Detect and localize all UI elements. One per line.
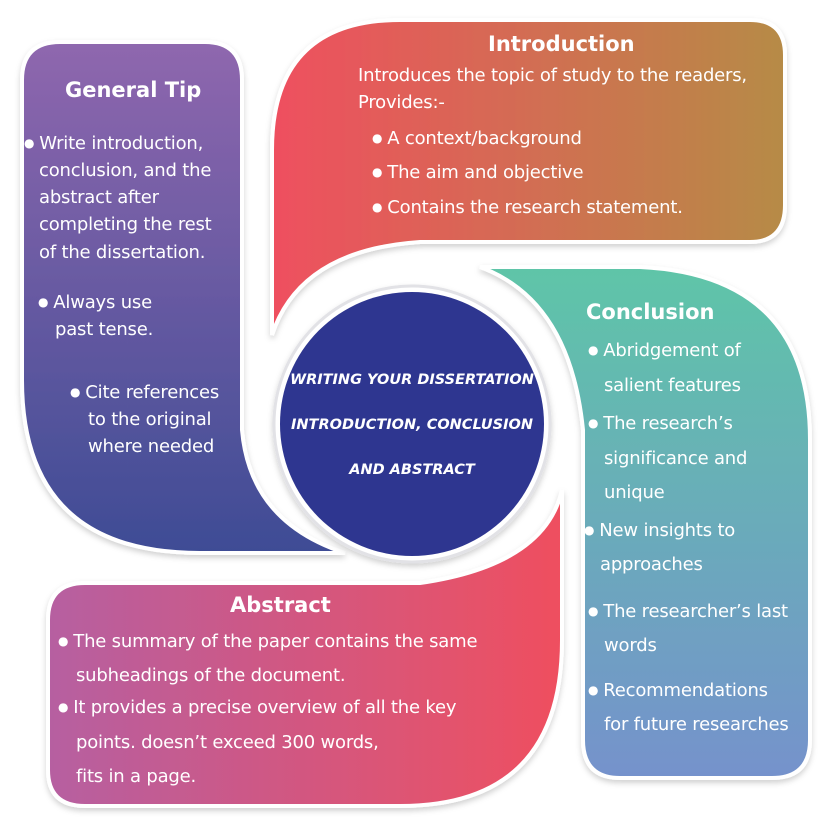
center-title-line: AND ABSTRACT xyxy=(349,462,475,478)
conclusion-title: Conclusion xyxy=(586,300,715,324)
conclusion-text: New insights to xyxy=(584,522,735,540)
introduction-title: Introduction xyxy=(488,32,635,56)
general-tip-title: General Tip xyxy=(65,78,202,102)
conclusion-text: Recommendations xyxy=(588,682,768,700)
center-circle xyxy=(280,292,544,556)
intro-bullet: Contains the research statement. xyxy=(372,199,683,217)
intro-bullet: A context/background xyxy=(372,130,582,148)
conclusion-text: for future researches xyxy=(604,714,789,735)
intro-bullet: The aim and objective xyxy=(372,164,583,182)
conclusion-text: The research’s xyxy=(588,415,733,433)
conclusion-text: words xyxy=(604,635,657,656)
center-title-line: WRITING YOUR DISSERTATION xyxy=(290,372,534,388)
tip-text: of the dissertation. xyxy=(39,242,206,263)
conclusion-text: The researcher’s last xyxy=(588,603,788,621)
conclusion-text: approaches xyxy=(600,554,703,575)
abstract-text: fits in a page. xyxy=(76,766,197,787)
general-tip-shape xyxy=(20,40,346,555)
abstract-text: subheadings of the document. xyxy=(76,665,346,686)
conclusion-text: unique xyxy=(604,482,665,503)
conclusion-text: significance and xyxy=(604,448,748,469)
abstract-text: It provides a precise overview of all th… xyxy=(58,699,456,717)
tip-text: where needed xyxy=(88,436,215,457)
tip-text: Write introduction, xyxy=(24,135,203,153)
tip-text: conclusion, and the xyxy=(39,160,212,181)
tip-text: completing the rest xyxy=(39,214,212,235)
conclusion-text: salient features xyxy=(604,375,741,396)
conclusion-text: Abridgement of xyxy=(588,342,741,360)
center-title-line: INTRODUCTION, CONCLUSION xyxy=(291,417,533,433)
intro-text: Introduces the topic of study to the rea… xyxy=(358,65,747,86)
intro-text: Provides:- xyxy=(358,92,445,113)
tip-text: past tense. xyxy=(55,319,154,340)
abstract-text: points. doesn’t exceed 300 words, xyxy=(76,732,379,753)
tip-text: Cite references xyxy=(70,384,219,402)
abstract-title: Abstract xyxy=(230,593,331,617)
tip-text: Always use xyxy=(38,294,152,312)
abstract-text: The summary of the paper contains the sa… xyxy=(58,633,477,651)
tip-text: to the original xyxy=(88,409,212,430)
tip-text: abstract after xyxy=(39,187,159,208)
